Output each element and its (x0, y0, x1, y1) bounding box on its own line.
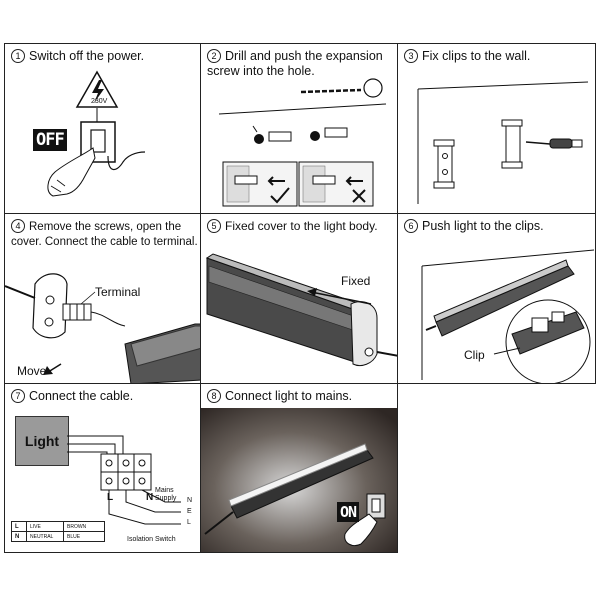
legend-name: NEUTRAL (26, 531, 64, 542)
wiring-diagram (67, 435, 181, 525)
clips-illustration (417, 81, 589, 204)
off-label: OFF (33, 129, 67, 151)
step-8-caption: 8 Connect light to mains. (207, 389, 352, 404)
step-6-panel: 6 Push light to the clips. Clip (397, 213, 596, 384)
step-number: 4 (11, 219, 25, 233)
step-number: 8 (207, 389, 221, 403)
step-3-caption: 3 Fix clips to the wall. (404, 49, 530, 64)
drill-illustration (218, 78, 387, 207)
light-box: Light (15, 416, 69, 466)
step-text: Connect light to mains. (225, 389, 353, 403)
legend-key: L (11, 521, 27, 532)
step-number: 5 (207, 219, 221, 233)
step-text: Connect the cable. (29, 389, 134, 403)
isolation-switch-label: Isolation Switch (127, 536, 176, 543)
step-number: 1 (11, 49, 25, 63)
wire-color-legend: L LIVE BROWN N NEUTRAL BLUE (11, 521, 105, 542)
e-letter: E (187, 508, 192, 515)
l-letter: L (187, 519, 191, 526)
move-label: Move (17, 364, 47, 378)
step-number: 2 (207, 49, 221, 63)
live-terminal-mark: L (107, 492, 114, 503)
legend-row-neutral: N NEUTRAL BLUE (11, 531, 105, 542)
step-number: 7 (11, 389, 25, 403)
step-6-caption: 6 Push light to the clips. (404, 219, 544, 234)
neutral-terminal-mark: N (146, 492, 154, 503)
legend-key: N (11, 531, 27, 542)
mains-illustration (201, 408, 397, 552)
n-letter: N (187, 497, 193, 504)
clip-label: Clip (464, 348, 485, 362)
step-7-caption: 7 Connect the cable. (11, 389, 133, 404)
step-1-panel: 1 Switch off the power. 230V OFF (4, 43, 201, 214)
step-5-panel: 5 Fixed cover to the light body. Fixed (200, 213, 398, 384)
legend-row-live: L LIVE BROWN (11, 521, 105, 532)
legend-color: BLUE (63, 531, 105, 542)
step-text: Switch off the power. (29, 49, 145, 63)
step-8-panel: 8 Connect light to mains. ON (200, 383, 398, 553)
fixed-label: Fixed (341, 274, 371, 288)
legend-color: BROWN (63, 521, 105, 532)
step-5-caption: 5 Fixed cover to the light body. (207, 219, 378, 234)
step-3-panel: 3 Fix clips to the wall. (397, 43, 596, 214)
on-label: ON (337, 502, 360, 522)
terminal-illustration (5, 273, 200, 383)
power-off-illustration (47, 70, 146, 197)
step-text: Fixed cover to the light body. (225, 219, 378, 233)
step-number: 6 (404, 219, 418, 233)
terminal-label: Terminal (95, 285, 141, 299)
step-text: Drill and push the expansion screw into … (207, 49, 383, 78)
step-number: 3 (404, 49, 418, 63)
voltage-label: 230V (91, 98, 108, 105)
push-light-illustration (421, 249, 595, 383)
step-text: Push light to the clips. (422, 219, 544, 233)
step-1-caption: 1 Switch off the power. (11, 49, 144, 64)
legend-name: LIVE (26, 521, 64, 532)
step-text: Fix clips to the wall. (422, 49, 531, 63)
step-text: Remove the screws, open the cover. Conne… (11, 221, 198, 248)
cover-illustration (205, 253, 397, 367)
mains-supply-label: Mains Supply (155, 487, 177, 502)
